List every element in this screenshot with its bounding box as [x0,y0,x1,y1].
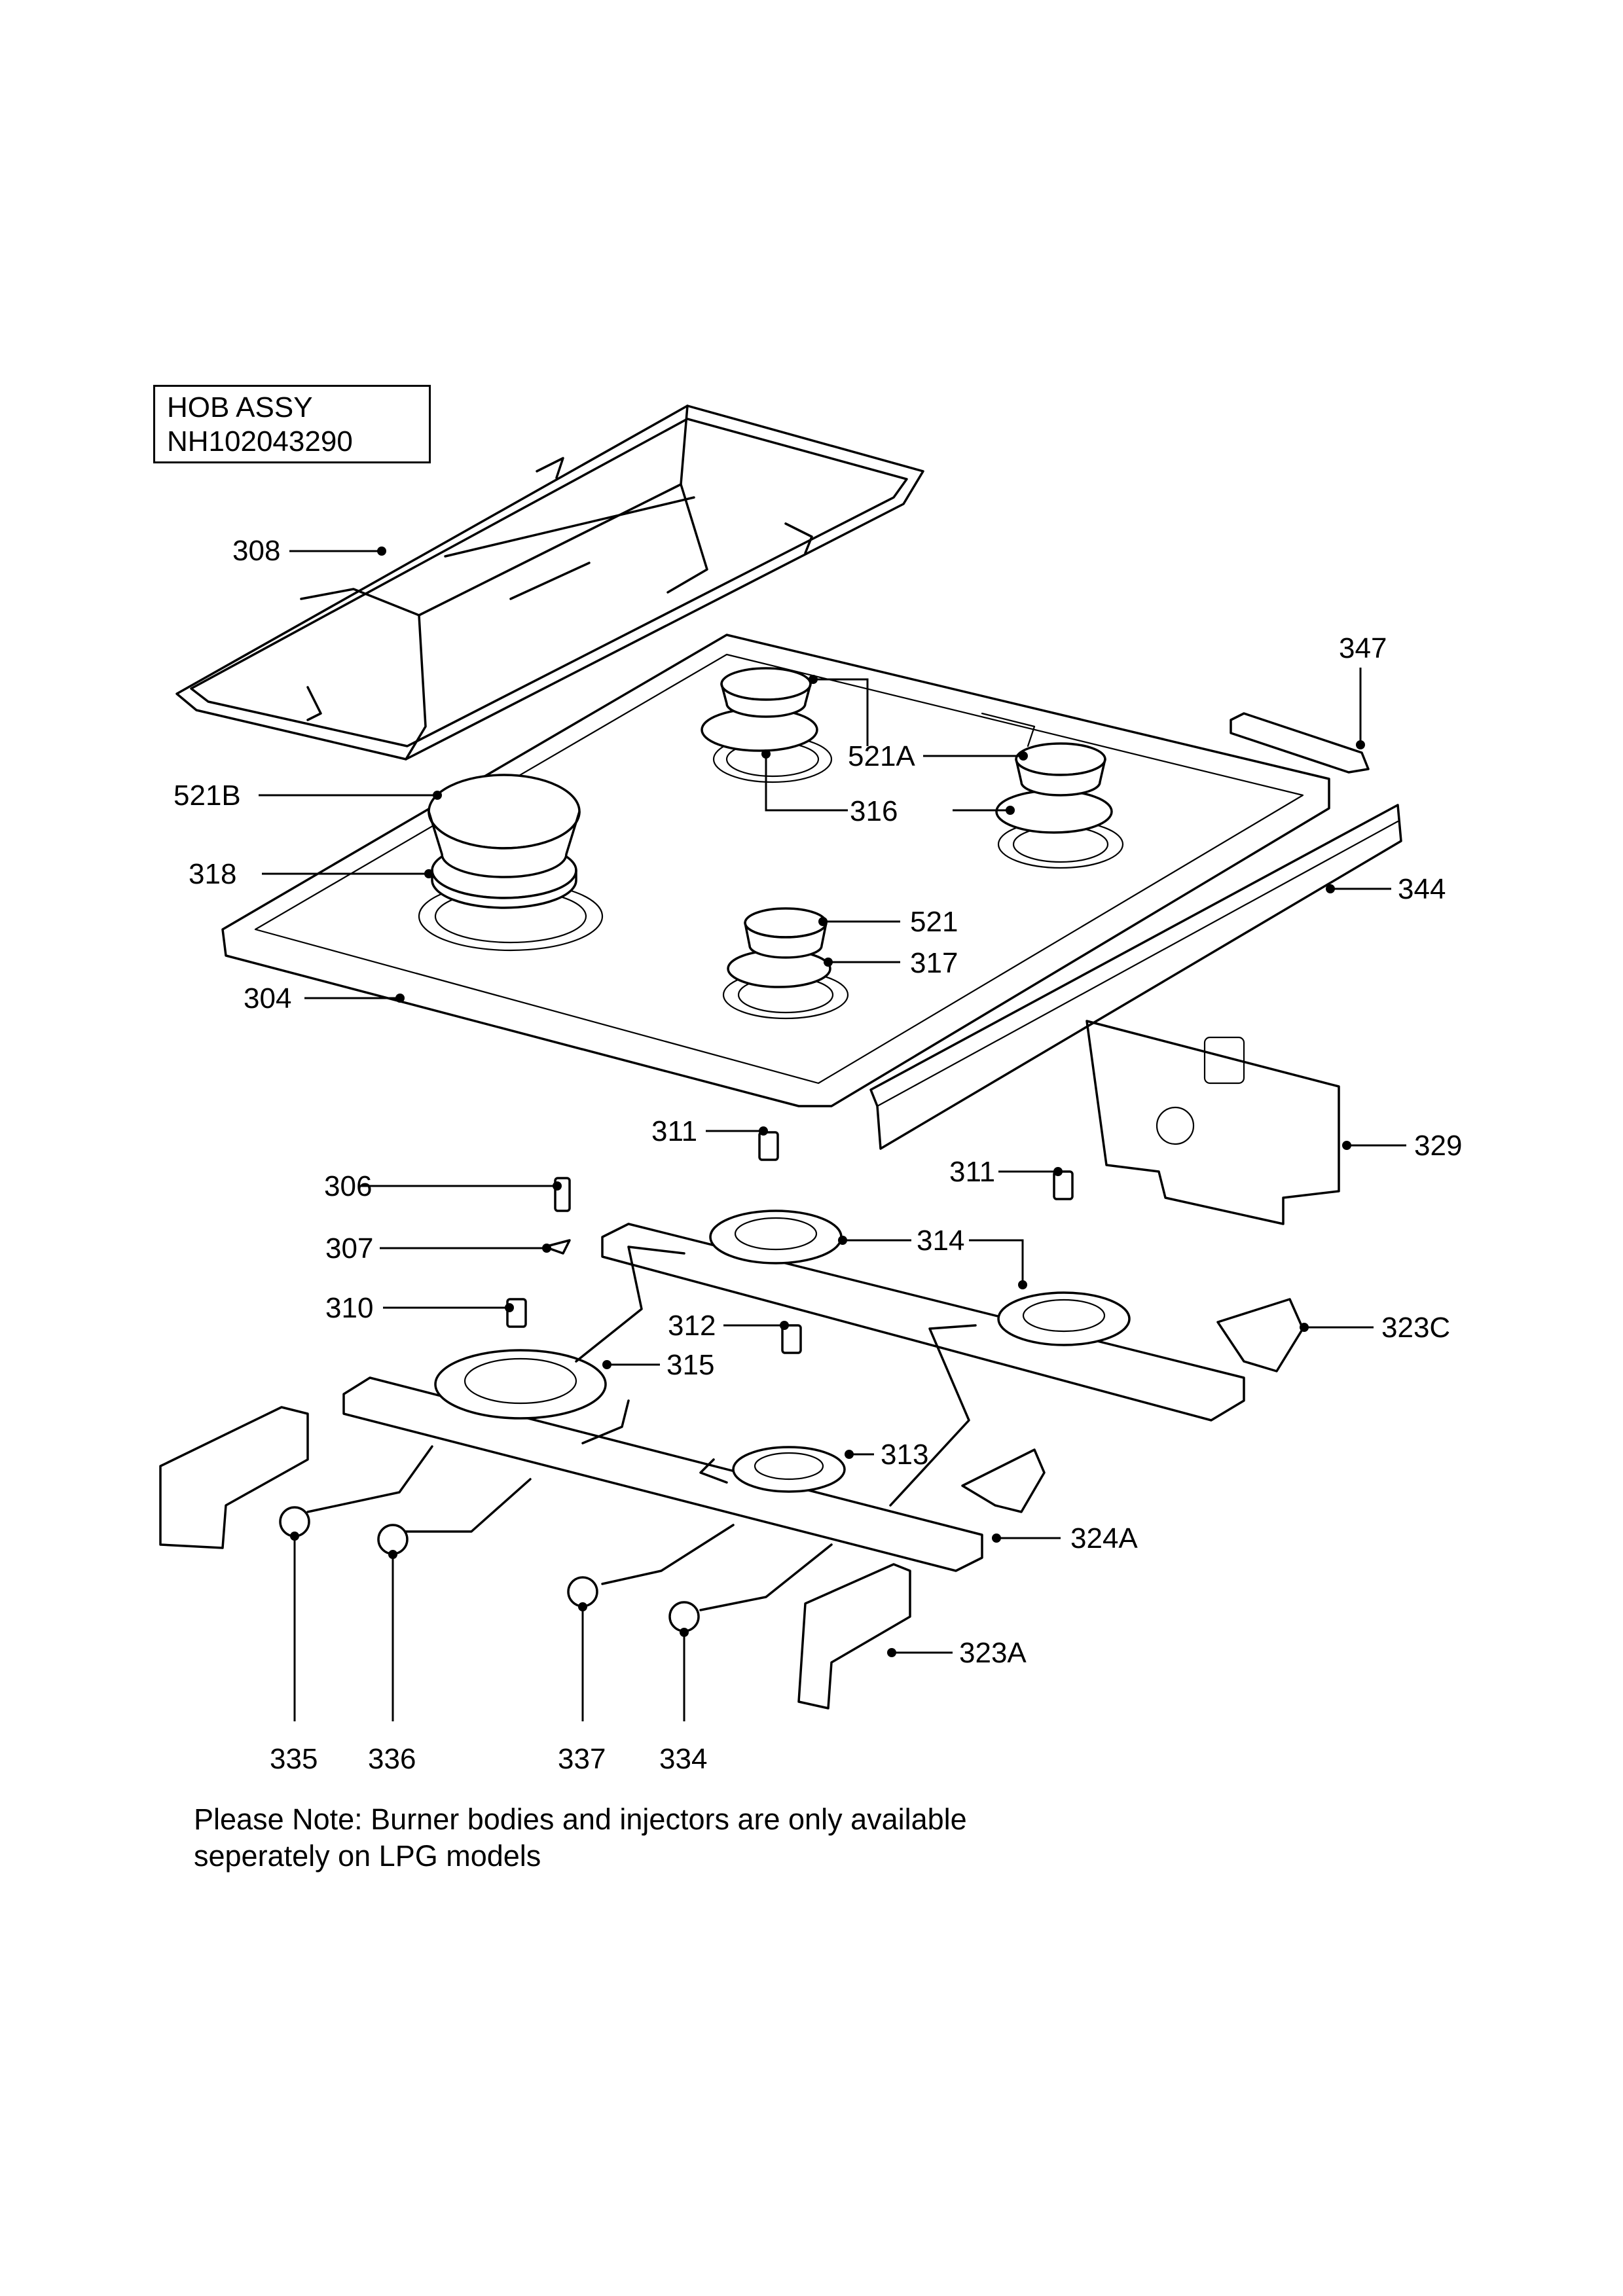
callout-323A: 323A [959,1637,1027,1669]
note-line-2: seperately on LPG models [194,1839,541,1873]
callout-323C: 323C [1381,1312,1450,1344]
callout-311-right: 311 [949,1156,995,1188]
callout-317: 317 [910,947,958,979]
callout-335: 335 [270,1743,318,1775]
callout-316: 316 [850,795,898,827]
callout-311-top: 311 [651,1115,697,1147]
callout-347: 347 [1339,632,1387,664]
callout-315: 315 [666,1349,714,1381]
callout-310: 310 [325,1292,373,1324]
availability-note: Please Note: Burner bodies and injectors… [194,1801,1307,1874]
callout-337: 337 [558,1743,606,1775]
callout-labels: 308 347 521A 316 521B 318 344 521 317 30… [173,535,1462,1775]
assembly-name: HOB ASSY [167,391,313,423]
callout-307: 307 [325,1232,373,1265]
callout-306: 306 [324,1170,372,1202]
pan-support-drawing [175,404,924,761]
callout-324A: 324A [1070,1522,1138,1554]
callout-312: 312 [668,1310,716,1342]
callout-329: 329 [1414,1130,1462,1162]
callout-314: 314 [917,1225,964,1257]
burner-caps-drawing [428,667,1113,988]
assembly-title-box: HOB ASSY NH102043290 [153,385,431,463]
callout-leaders [259,547,1406,1721]
callout-521A: 521A [848,740,915,772]
callout-304: 304 [244,982,291,1014]
callout-334: 334 [659,1743,707,1775]
callout-313: 313 [881,1439,928,1471]
manifold-drawing [159,1131,1304,1710]
callout-336: 336 [368,1743,416,1775]
callout-308: 308 [232,535,280,567]
side-parts-drawing [869,712,1402,1225]
callout-521: 521 [910,906,958,938]
callout-521B: 521B [173,780,241,812]
note-line-1: Please Note: Burner bodies and injectors… [194,1803,967,1836]
callout-344: 344 [1398,873,1446,905]
callout-318: 318 [189,858,236,890]
assembly-part-number: NH102043290 [167,425,353,457]
